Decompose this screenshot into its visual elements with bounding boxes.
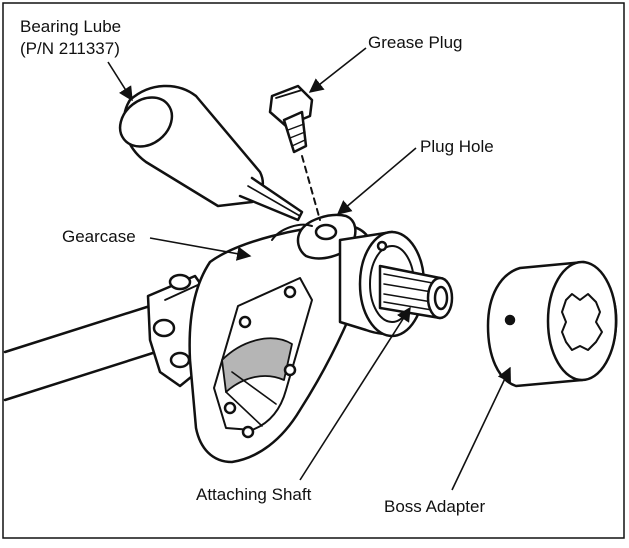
plug-install-path <box>301 155 321 221</box>
boss-adapter <box>486 260 618 388</box>
leader-bearing-lube <box>107 61 133 102</box>
label-gearcase: Gearcase <box>62 227 136 246</box>
grease-plug <box>268 84 314 154</box>
plug-hole <box>314 223 338 241</box>
leader-gearcase <box>149 237 252 261</box>
label-bearing-lube-line2: (P/N 211337) <box>20 39 120 58</box>
bearing-lube-tube <box>118 84 304 222</box>
leader-plug-hole <box>336 147 417 215</box>
label-boss-adapter: Boss Adapter <box>384 497 485 516</box>
diagram-frame <box>2 2 625 539</box>
leader-boss-adapter <box>451 366 511 491</box>
drive-tube <box>3 304 158 402</box>
leader-grease-plug <box>308 47 367 93</box>
label-plug-hole: Plug Hole <box>420 137 494 156</box>
label-attaching-shaft: Attaching Shaft <box>196 485 312 504</box>
leader-attaching-shaft <box>299 306 411 481</box>
attaching-shaft <box>378 264 454 320</box>
label-bearing-lube-line1: Bearing Lube <box>20 17 121 36</box>
label-grease-plug: Grease Plug <box>368 33 463 52</box>
